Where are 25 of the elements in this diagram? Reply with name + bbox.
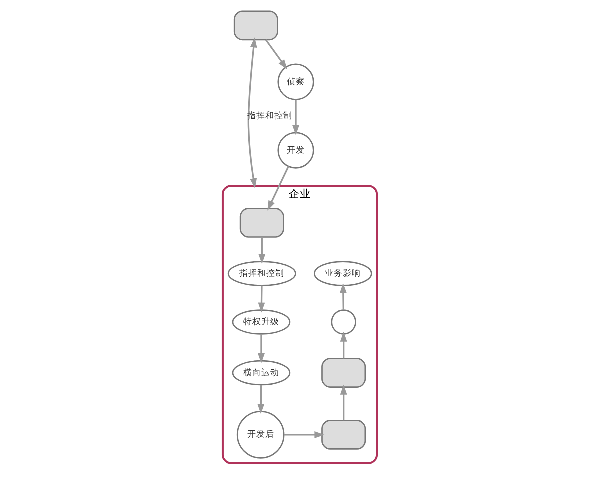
node-circle: 开发后 <box>236 411 285 459</box>
node-ellipse: 指挥和控制 <box>228 261 296 286</box>
node-circle <box>331 310 356 335</box>
arrow <box>268 166 290 211</box>
arrow <box>248 38 258 189</box>
arrow <box>340 332 348 359</box>
node-box <box>322 358 366 388</box>
node-box <box>240 208 284 238</box>
arrow <box>340 384 348 421</box>
node-ellipse: 横向运动 <box>232 360 291 386</box>
arrow <box>258 334 265 364</box>
arrow <box>340 283 347 310</box>
node-circle: 开发 <box>278 132 314 169</box>
node-ellipse: 业务影响 <box>314 261 372 286</box>
edge-label: 指挥和控制 <box>248 112 293 122</box>
node-box <box>322 420 366 450</box>
node-ellipse: 特权升级 <box>232 310 291 335</box>
arrow <box>265 39 288 70</box>
node-circle: 侦察 <box>278 64 314 100</box>
arrow <box>258 237 266 264</box>
arrow <box>258 286 266 313</box>
arrow <box>258 385 265 414</box>
node-box <box>234 10 278 41</box>
arrow <box>292 100 300 136</box>
arrow <box>284 431 325 438</box>
